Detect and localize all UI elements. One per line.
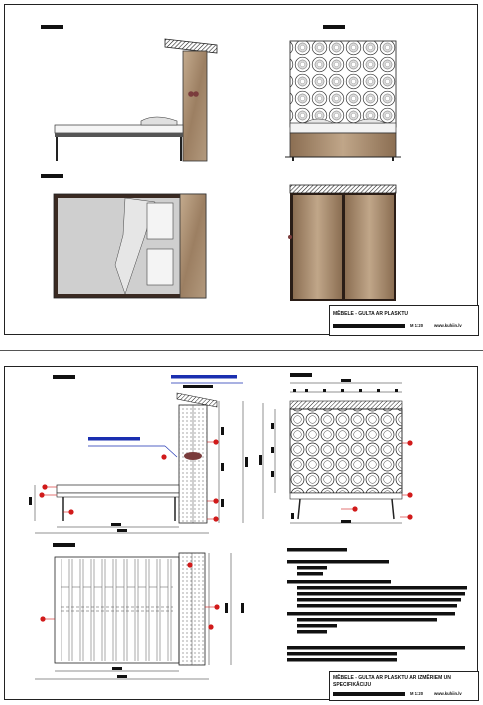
plan-dim-view [35,552,244,680]
pillow-icon [146,202,174,240]
callout-marker [161,454,167,460]
callout-marker [213,498,219,504]
drawing-title-line2: SPECIFIKĀCIJU [333,682,372,688]
callout-marker [42,484,48,490]
leader-highlight [88,437,140,441]
name-bar [333,692,405,696]
name-bar [333,324,405,328]
pillow-icon [304,118,334,124]
button-knob-icon [193,91,199,97]
callout-marker [213,439,219,445]
presentation-sheet: MĒBELE - GULTA AR PLASKTU M 1:20 www.kuh… [4,4,479,336]
scale-label: M 1:20 [410,691,424,696]
callout-marker [39,492,45,498]
view-label-front [323,25,345,29]
pillow-icon [140,116,178,126]
view-label-front [290,373,312,377]
leader-highlight [171,375,237,379]
view-label-plan [41,174,63,178]
button-knob-icon [184,452,202,460]
view-label-side [41,25,63,29]
pillow-icon [354,118,386,124]
callout-marker [208,624,214,630]
dimension-sheet: MĒBELE - GULTA AR PLASKTU AR IZMĒRIEM UN… [4,366,479,701]
pillow-icon [146,248,174,286]
website-label: www.kuhiin.lv [434,691,462,696]
callout-marker [213,516,219,522]
title-block: MĒBELE - GULTA AR PLASKTU AR IZMĒRIEM UN… [329,671,479,701]
presentation-drawings [41,25,401,301]
section-view [29,385,248,534]
callout-marker [407,514,413,520]
callout-marker [352,506,358,512]
plan-view [53,193,207,299]
title-block: MĒBELE - GULTA AR PLASKTU M 1:20 www.kuh… [329,305,479,336]
callout-marker [407,440,413,446]
button-knob-icon [188,91,194,97]
back-view [288,184,397,301]
page-separator [0,350,483,351]
view-label-section [53,375,75,379]
section-callouts [39,439,219,522]
website-label: www.kuhiin.lv [434,323,462,328]
button-knob-icon [288,235,292,239]
dimension-drawings [29,373,467,680]
front-view [285,40,401,161]
view-label-plan [53,543,75,547]
callout-marker [40,616,46,622]
callout-marker [187,562,193,568]
callout-marker [68,509,74,515]
callout-marker [407,492,413,498]
side-view [54,38,218,162]
specification-list [287,548,467,662]
scale-label: M 1:20 [410,323,424,328]
drawing-title: MĒBELE - GULTA AR PLASKTU AR IZMĒRIEM UN [333,675,451,681]
callout-marker [214,604,220,610]
drawing-title: MĒBELE - GULTA AR PLASKTU [333,311,408,317]
front-dim-view [259,379,413,524]
